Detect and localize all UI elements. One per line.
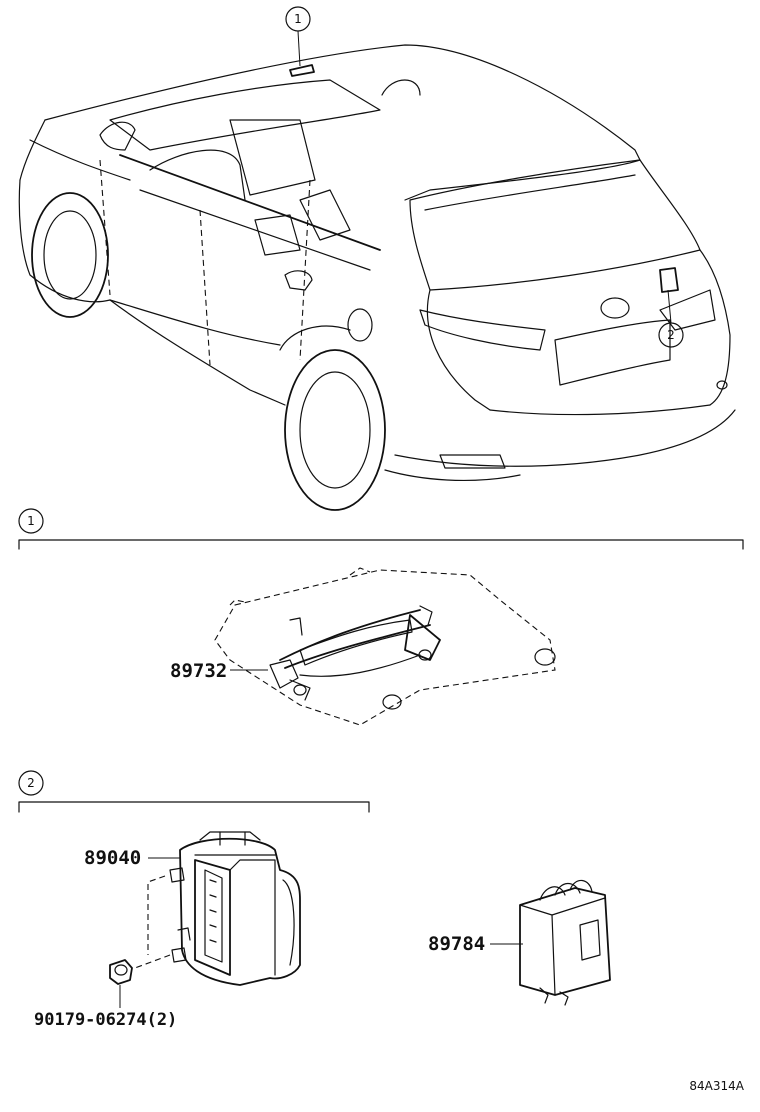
section-2-badge: 2 bbox=[27, 776, 35, 790]
part-number-89040: 89040 bbox=[84, 847, 141, 869]
callout-1-label: 1 bbox=[294, 12, 302, 26]
callout-2-label: 2 bbox=[667, 328, 675, 342]
callout-1[interactable]: 1 bbox=[285, 6, 311, 67]
section-1-badge: 1 bbox=[27, 514, 35, 528]
part-number-90179-06274: 90179-06274(2) bbox=[34, 1010, 177, 1030]
section-1: 1 89732 bbox=[18, 508, 744, 726]
part-number-89732: 89732 bbox=[170, 660, 227, 682]
overhead-console-sensor-icon bbox=[214, 567, 556, 726]
callout-2[interactable]: 2 bbox=[658, 289, 684, 348]
bolt-icon bbox=[109, 959, 133, 985]
radar-sensor-bracket-icon bbox=[169, 831, 301, 986]
part-number-89784: 89784 bbox=[428, 933, 485, 955]
diagram-reference-code: 84A314A bbox=[689, 1079, 744, 1093]
ecu-box-icon bbox=[519, 879, 611, 1006]
section-2: 2 89040 90179-06274(2) bbox=[18, 770, 611, 1030]
vehicle-illustration bbox=[18, 44, 736, 511]
